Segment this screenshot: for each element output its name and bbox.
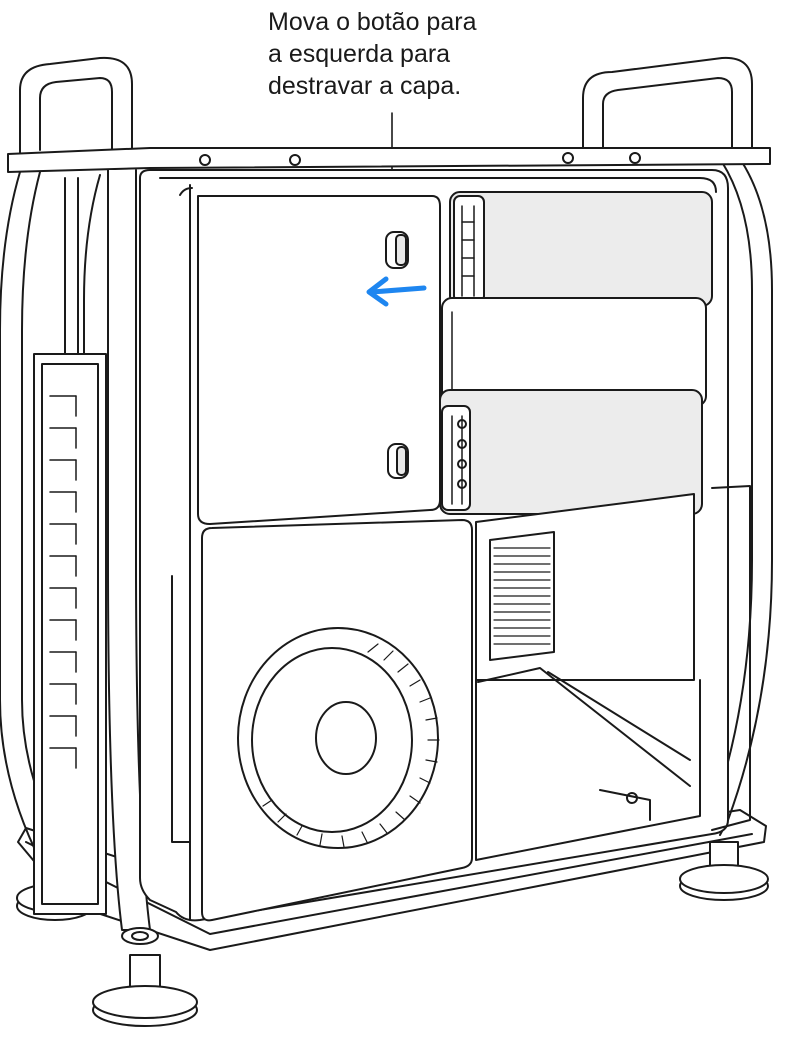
rear-edge xyxy=(711,485,751,831)
foot-front-left xyxy=(92,954,198,1027)
foot-front-right xyxy=(679,841,769,901)
top-rim xyxy=(7,147,771,173)
callout-line-2: a esquerda para xyxy=(268,40,451,68)
drive-module-top xyxy=(449,191,713,307)
arrow-left-icon xyxy=(366,276,427,307)
callout-line-1: Mova o botão para xyxy=(268,8,477,36)
pcie-slot-tabs xyxy=(49,395,77,769)
fan-blades xyxy=(262,643,440,848)
vent-grille xyxy=(489,531,555,661)
cover-latch-button xyxy=(385,231,409,269)
callout-text: Mova o botão para a esquerda para destra… xyxy=(268,6,588,102)
callout-line-3: destravar a capa. xyxy=(268,72,462,100)
fan-icon xyxy=(237,627,440,849)
cover-latch-lower xyxy=(387,443,409,479)
upper-left-panel xyxy=(197,195,441,525)
left-side-frame xyxy=(33,169,159,945)
handle-back-right xyxy=(582,56,773,836)
drive-module-bottom xyxy=(439,389,703,515)
